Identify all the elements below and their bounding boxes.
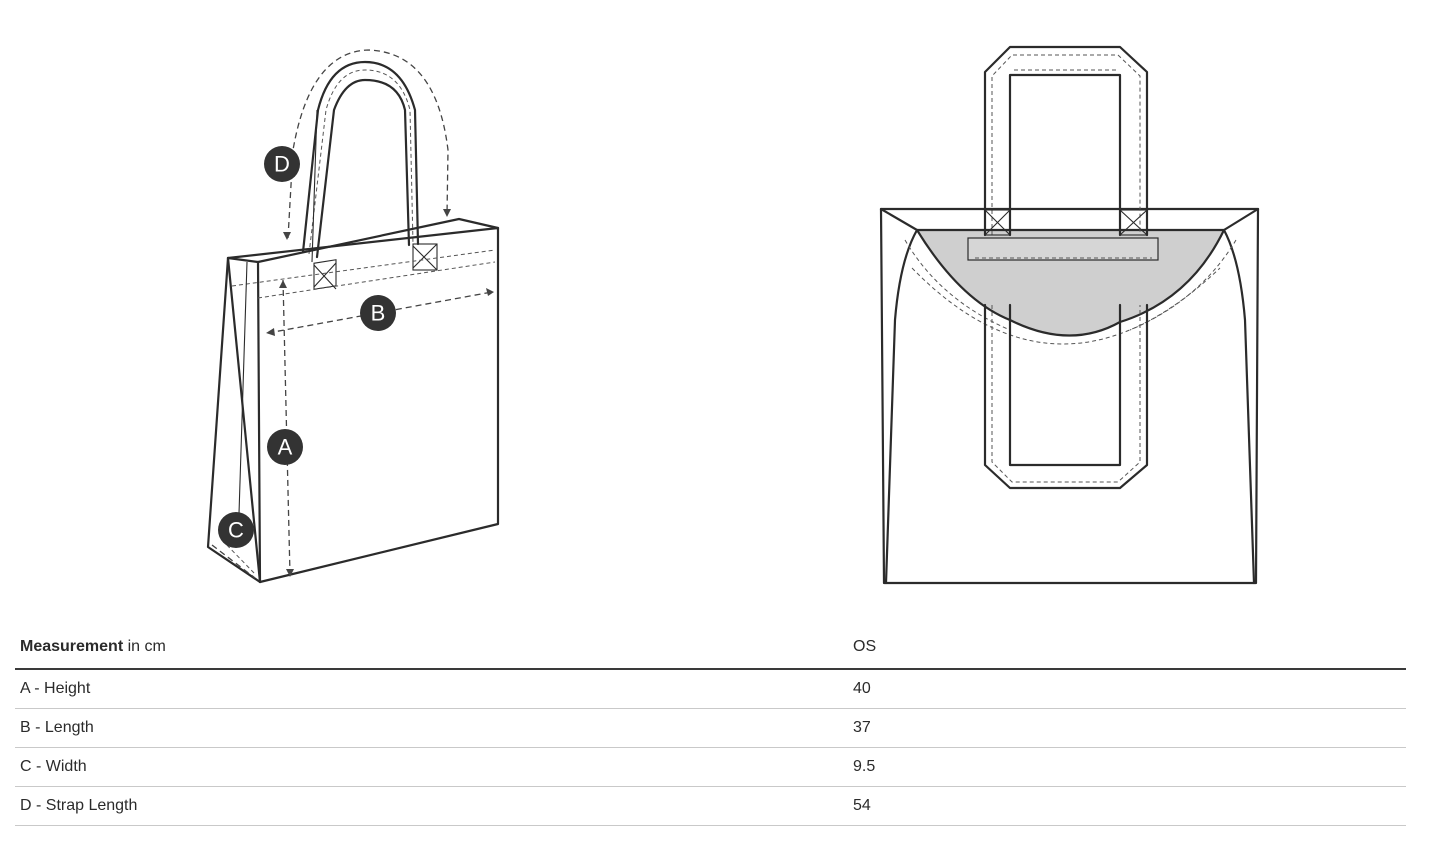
- table-row: B - Length 37: [15, 708, 1406, 748]
- strap-stitch-boxes: [313, 243, 438, 290]
- size-table: Measurement in cm OS A - Height 40 B - L…: [15, 625, 1406, 826]
- tote-front-svg: A B C D: [206, 49, 500, 584]
- marker-b: B: [360, 295, 396, 331]
- marker-d-label: D: [274, 152, 290, 177]
- tote-back-svg: [879, 45, 1260, 585]
- table-row: D - Strap Length 54: [15, 786, 1406, 826]
- dimension-lines: [211, 49, 494, 579]
- unit-label: in cm: [123, 637, 166, 655]
- row-label: C - Width: [15, 747, 848, 787]
- row-label: D - Strap Length: [15, 786, 848, 826]
- marker-c-label: C: [228, 518, 244, 543]
- front-straps: [301, 60, 420, 263]
- row-value: 9.5: [848, 747, 1406, 787]
- row-label: A - Height: [15, 669, 848, 709]
- back-bag-body: [879, 207, 1260, 585]
- table-row: C - Width 9.5: [15, 747, 1406, 787]
- measurement-header: Measurement in cm: [15, 625, 848, 670]
- tote-front-diagram: A B C D: [190, 40, 520, 590]
- marker-d: D: [264, 146, 300, 182]
- marker-c: C: [218, 512, 254, 548]
- marker-b-label: B: [371, 301, 386, 326]
- bag-opening: [915, 228, 1226, 337]
- table-header-row: Measurement in cm OS: [15, 625, 1406, 670]
- marker-a: A: [267, 429, 303, 465]
- front-bag-body: [206, 217, 500, 584]
- marker-a-label: A: [278, 435, 293, 460]
- row-value: 54: [848, 786, 1406, 826]
- row-label: B - Length: [15, 708, 848, 748]
- size-column-header: OS: [848, 625, 1406, 670]
- row-value: 37: [848, 708, 1406, 748]
- table-row: A - Height 40: [15, 669, 1406, 709]
- measurement-label: Measurement: [20, 637, 124, 655]
- tote-back-diagram: [870, 40, 1270, 590]
- row-value: 40: [848, 669, 1406, 709]
- back-strap: [983, 45, 1149, 490]
